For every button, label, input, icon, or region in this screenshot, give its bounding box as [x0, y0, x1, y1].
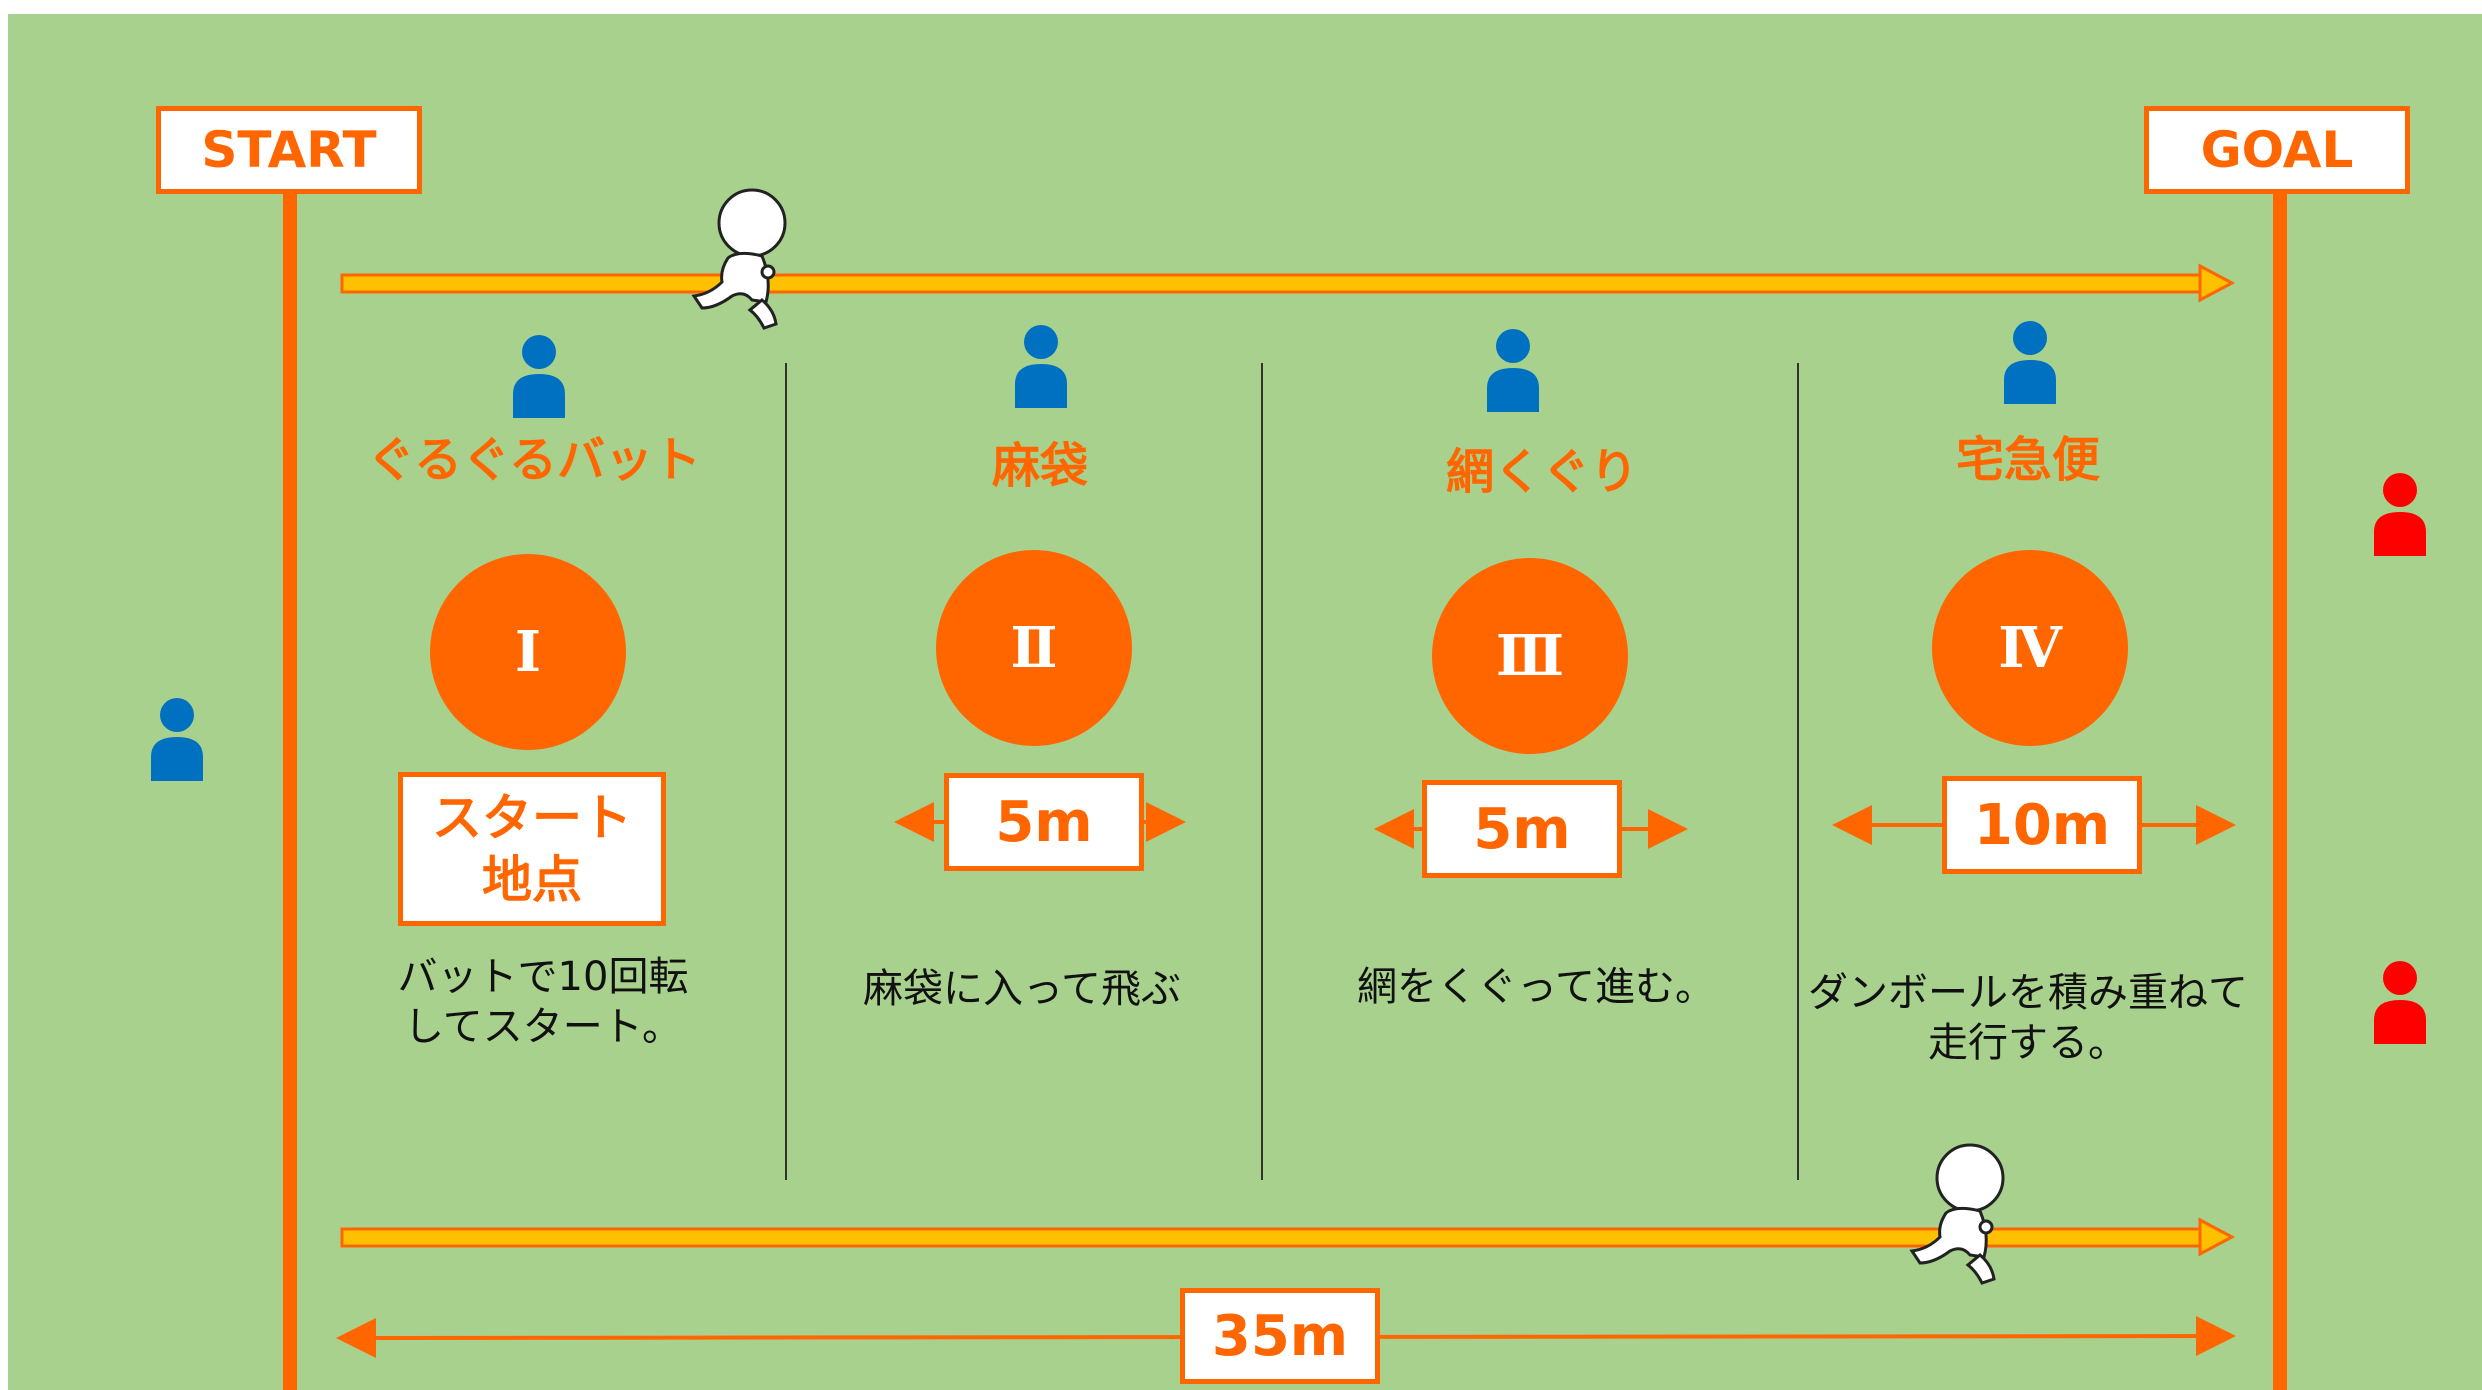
total-distance-label: 35m [1211, 1303, 1349, 1369]
station-title-3: 網くぐり [1445, 444, 1638, 500]
station-desc-3-line1: 網をくぐって進む。 [1357, 964, 1715, 1010]
station-numeral-1: Ⅰ [514, 619, 542, 685]
station-title-2: 麻袋 [991, 438, 1088, 494]
upper-track-arrow [340, 263, 2236, 303]
person-icon [2374, 961, 2426, 1044]
start-point-box: スタート 地点 [398, 772, 666, 926]
runner-icon [1909, 1143, 2005, 1285]
person-icon [513, 335, 565, 418]
start-label: START [156, 106, 422, 194]
station-desc-2-line1: 麻袋に入って飛ぶ [863, 966, 1181, 1012]
station-desc-3: 網をくぐって進む。 [1276, 962, 1796, 1012]
start-point-line2: 地点 [482, 851, 582, 909]
start-text: START [201, 121, 377, 179]
distance-label-3: 5m [1473, 796, 1571, 862]
station-desc-1: バットで10回転 してスタート。 [283, 952, 803, 1052]
person-icon [151, 698, 203, 781]
station-desc-1-line2: してスタート。 [404, 1004, 682, 1050]
distance-label-2: 5m [995, 789, 1093, 855]
station-desc-4: ダンボールを積み重ねて 走行する。 [1768, 968, 2288, 1068]
distance-box-2: 5m [944, 773, 1144, 871]
goal-label: GOAL [2144, 106, 2410, 194]
total-distance-box: 35m [1180, 1288, 1380, 1384]
lower-track-arrow [340, 1217, 2236, 1257]
distance-box-4: 10m [1942, 776, 2142, 874]
station-numeral-3: Ⅲ [1495, 623, 1565, 689]
station-desc-4-line1: ダンボールを積み重ねて [1808, 970, 2248, 1016]
station-number-2: Ⅱ [936, 550, 1132, 746]
station-title-4: 宅急便 [1955, 432, 2100, 488]
distance-box-3: 5m [1422, 780, 1622, 878]
station-number-3: Ⅲ [1432, 558, 1628, 754]
person-icon [2374, 473, 2426, 556]
station-number-1: Ⅰ [430, 554, 626, 750]
station-numeral-2: Ⅱ [1010, 615, 1058, 681]
station-desc-4-line2: 走行する。 [1928, 1020, 2128, 1066]
station-desc-2: 麻袋に入って飛ぶ [762, 964, 1282, 1014]
person-icon [1015, 325, 1067, 408]
distance-label-4: 10m [1973, 792, 2111, 858]
person-icon [1487, 329, 1539, 412]
station-numeral-4: Ⅳ [1998, 615, 2062, 681]
station-title-1: ぐるぐるバット [366, 432, 702, 488]
person-icon [2004, 321, 2056, 404]
start-point-line1: スタート [432, 789, 632, 847]
runner-icon [691, 188, 787, 330]
station-number-4: Ⅳ [1932, 550, 2128, 746]
station-desc-1-line1: バットで10回転 [397, 954, 689, 1000]
goal-text: GOAL [2200, 121, 2354, 179]
